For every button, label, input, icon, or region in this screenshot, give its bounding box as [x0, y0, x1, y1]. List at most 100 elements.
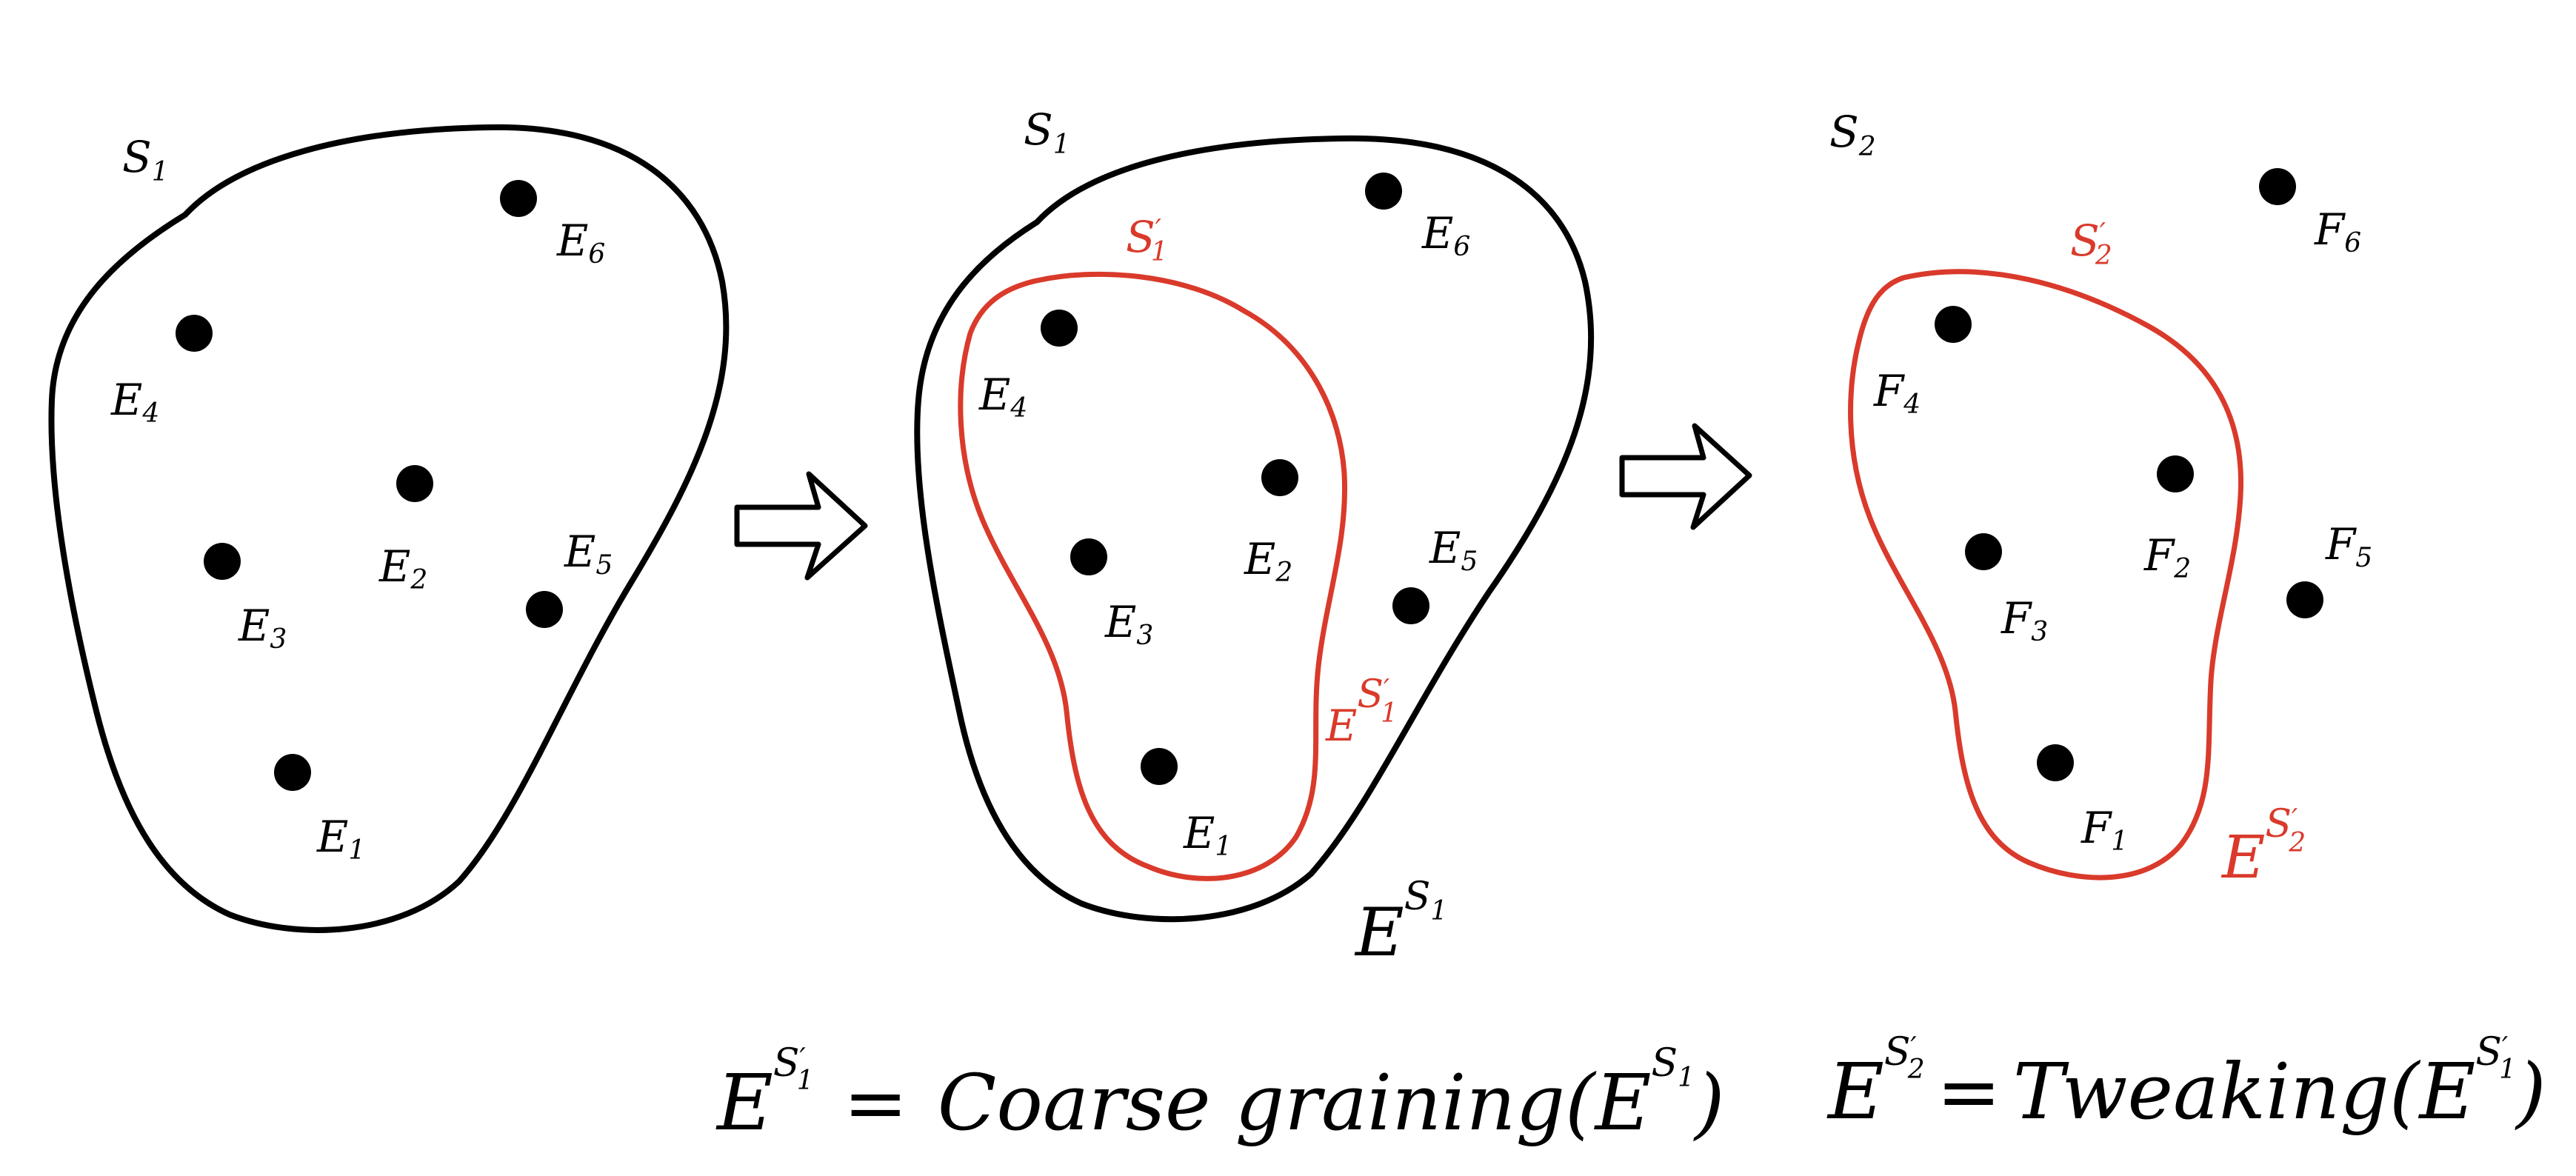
panel-3-set-prime: ′ — [2292, 804, 2298, 835]
eq2-function: Tweaking — [2013, 1046, 2389, 1137]
svg-text:E3: E3 — [1104, 597, 1153, 651]
svg-text:E1: E1 — [1183, 808, 1232, 862]
label-e4-p2-sub: 4 — [1010, 393, 1027, 424]
svg-text:ES′1: ES′1 — [1325, 672, 1398, 751]
panel-1-set-outline — [48, 124, 730, 933]
label-f4: F — [1873, 366, 1905, 416]
svg-text:E3: E3 — [238, 601, 287, 655]
svg-text:F4: F4 — [1873, 366, 1921, 420]
label-e3: E — [238, 601, 270, 651]
panel-2-outer-set-outline — [914, 135, 1595, 923]
label-e2-p2: E — [1244, 534, 1275, 584]
label-e1-p2: E — [1183, 808, 1215, 858]
panel-3-space-label-sub: 2 — [1858, 132, 1876, 162]
svg-text:F6: F6 — [2314, 204, 2361, 258]
eq1-lhs-base: E — [715, 1058, 773, 1148]
eq2-arg-sup-sub: 1 — [2499, 1055, 2516, 1085]
equation-2: ES′2=Tweaking(ES′1) — [1826, 1030, 2546, 1137]
eq1-lhs-prime: ′ — [800, 1043, 806, 1074]
label-e2-sub: 2 — [410, 565, 427, 595]
point-e5 — [526, 591, 563, 628]
eq1-equals: = — [844, 1058, 908, 1148]
label-f3: F — [2001, 593, 2032, 644]
arrow-2-icon — [1619, 423, 1752, 530]
label-e3-sub: 3 — [270, 624, 287, 655]
svg-text:E6: E6 — [556, 216, 605, 270]
eq1-close-paren: ) — [1693, 1058, 1725, 1148]
eq1-function: Coarse graining — [938, 1058, 1565, 1148]
eq2-lhs-prime: ′ — [1911, 1032, 1917, 1063]
panel-3-inner-space-sub: 2 — [2095, 241, 2112, 271]
label-e6-p2: E — [1421, 208, 1453, 258]
panel-2-inner-set-sup: S — [1357, 672, 1384, 717]
panel-2-inner-set-prime: ′ — [1384, 675, 1389, 705]
point-f2 — [2157, 455, 2194, 492]
panel-3-set-sup-sub: 2 — [2288, 828, 2306, 858]
eq2-lhs-sup-sub: 2 — [1907, 1055, 1925, 1085]
svg-text:F2: F2 — [2143, 530, 2191, 584]
eq1-lhs-sup: S — [773, 1041, 800, 1086]
panel-3-inner-space-prime: ′ — [2100, 218, 2106, 249]
eq2-equals: = — [1937, 1046, 2001, 1137]
label-e3-p2: E — [1104, 597, 1136, 647]
panel-3-set-outline — [1848, 269, 2244, 881]
label-f6: F — [2314, 204, 2346, 255]
label-f6-sub: 6 — [2344, 228, 2361, 258]
point-e3 — [204, 543, 241, 580]
svg-text:S1: S1 — [1024, 104, 1070, 160]
point-e5-p2 — [1392, 587, 1429, 624]
eq2-arg-prime: ′ — [2502, 1032, 2508, 1063]
label-f4-sub: 4 — [1903, 390, 1921, 420]
svg-text:F5: F5 — [2325, 519, 2372, 573]
label-f3-sub: 3 — [2031, 617, 2048, 647]
eq1-arg-sup-sub: 1 — [1678, 1063, 1695, 1093]
label-e4-p2: E — [978, 370, 1010, 420]
label-e5-p2-sub: 5 — [1461, 547, 1478, 577]
label-e6-p2-sub: 6 — [1453, 232, 1470, 262]
point-f6 — [2259, 168, 2296, 205]
point-f3 — [1965, 533, 2002, 570]
panel-1-space-label: S — [122, 132, 152, 182]
label-f5-sub: 5 — [2355, 543, 2372, 573]
svg-text:E5: E5 — [1429, 523, 1478, 577]
eq1-open-paren: ( — [1565, 1058, 1597, 1148]
label-f1-sub: 1 — [2111, 826, 2128, 857]
point-e6 — [500, 180, 537, 217]
panel-2-space-label-sub: 1 — [1053, 130, 1070, 160]
panel-2-outer-set-sup-sub: 1 — [1430, 896, 1447, 926]
eq2-lhs-base: E — [1826, 1046, 1884, 1137]
panel-2-inner-set-label: E — [1325, 701, 1357, 751]
equation-1: ES′1=Coarse graining(ES1) — [715, 1041, 1725, 1148]
panel-2-inner-set-sup-sub: 1 — [1381, 698, 1398, 729]
panel-2-inner-space-prime: ′ — [1155, 215, 1161, 245]
label-e2: E — [378, 541, 410, 592]
point-e1-p2 — [1141, 748, 1178, 785]
eq1-arg-base: E — [1594, 1058, 1652, 1148]
label-f2-sub: 2 — [2173, 554, 2191, 584]
point-e2-p2 — [1261, 459, 1298, 496]
label-e5: E — [564, 527, 595, 577]
svg-text:S′1: S′1 — [1126, 212, 1168, 267]
panel-2-outer-set-label: E — [1354, 894, 1404, 972]
arrow-1-icon — [734, 471, 868, 581]
svg-text:E5: E5 — [564, 527, 613, 581]
eq2-open-paren: ( — [2389, 1046, 2421, 1137]
svg-text:ES′2: ES′2 — [2220, 802, 2306, 892]
label-e2-p2-sub: 2 — [1275, 558, 1292, 588]
label-e6-sub: 6 — [588, 239, 605, 270]
point-e6-p2 — [1365, 173, 1402, 210]
eq2-lhs-sup: S — [1884, 1030, 1911, 1075]
point-e4 — [176, 315, 213, 352]
svg-text:E4: E4 — [110, 375, 159, 429]
label-e6: E — [556, 216, 588, 266]
label-e4: E — [110, 375, 142, 425]
panel-2-outer-set-sup: S — [1404, 875, 1431, 919]
panel-2-space-label: S — [1024, 104, 1053, 155]
panel-2-inner-space-label: S — [1126, 212, 1155, 262]
panel-3: S2 S′2 F6 F4 F2 F5 F3 F1 ES′2 — [1829, 107, 2372, 892]
panel-2: S1 S′1 E6 E4 E2 E5 E3 E1 ES′1 ES1 — [914, 104, 1595, 972]
point-f5 — [2286, 581, 2323, 618]
svg-text:S1: S1 — [122, 132, 169, 187]
svg-text:ES1: ES1 — [1354, 875, 1447, 972]
